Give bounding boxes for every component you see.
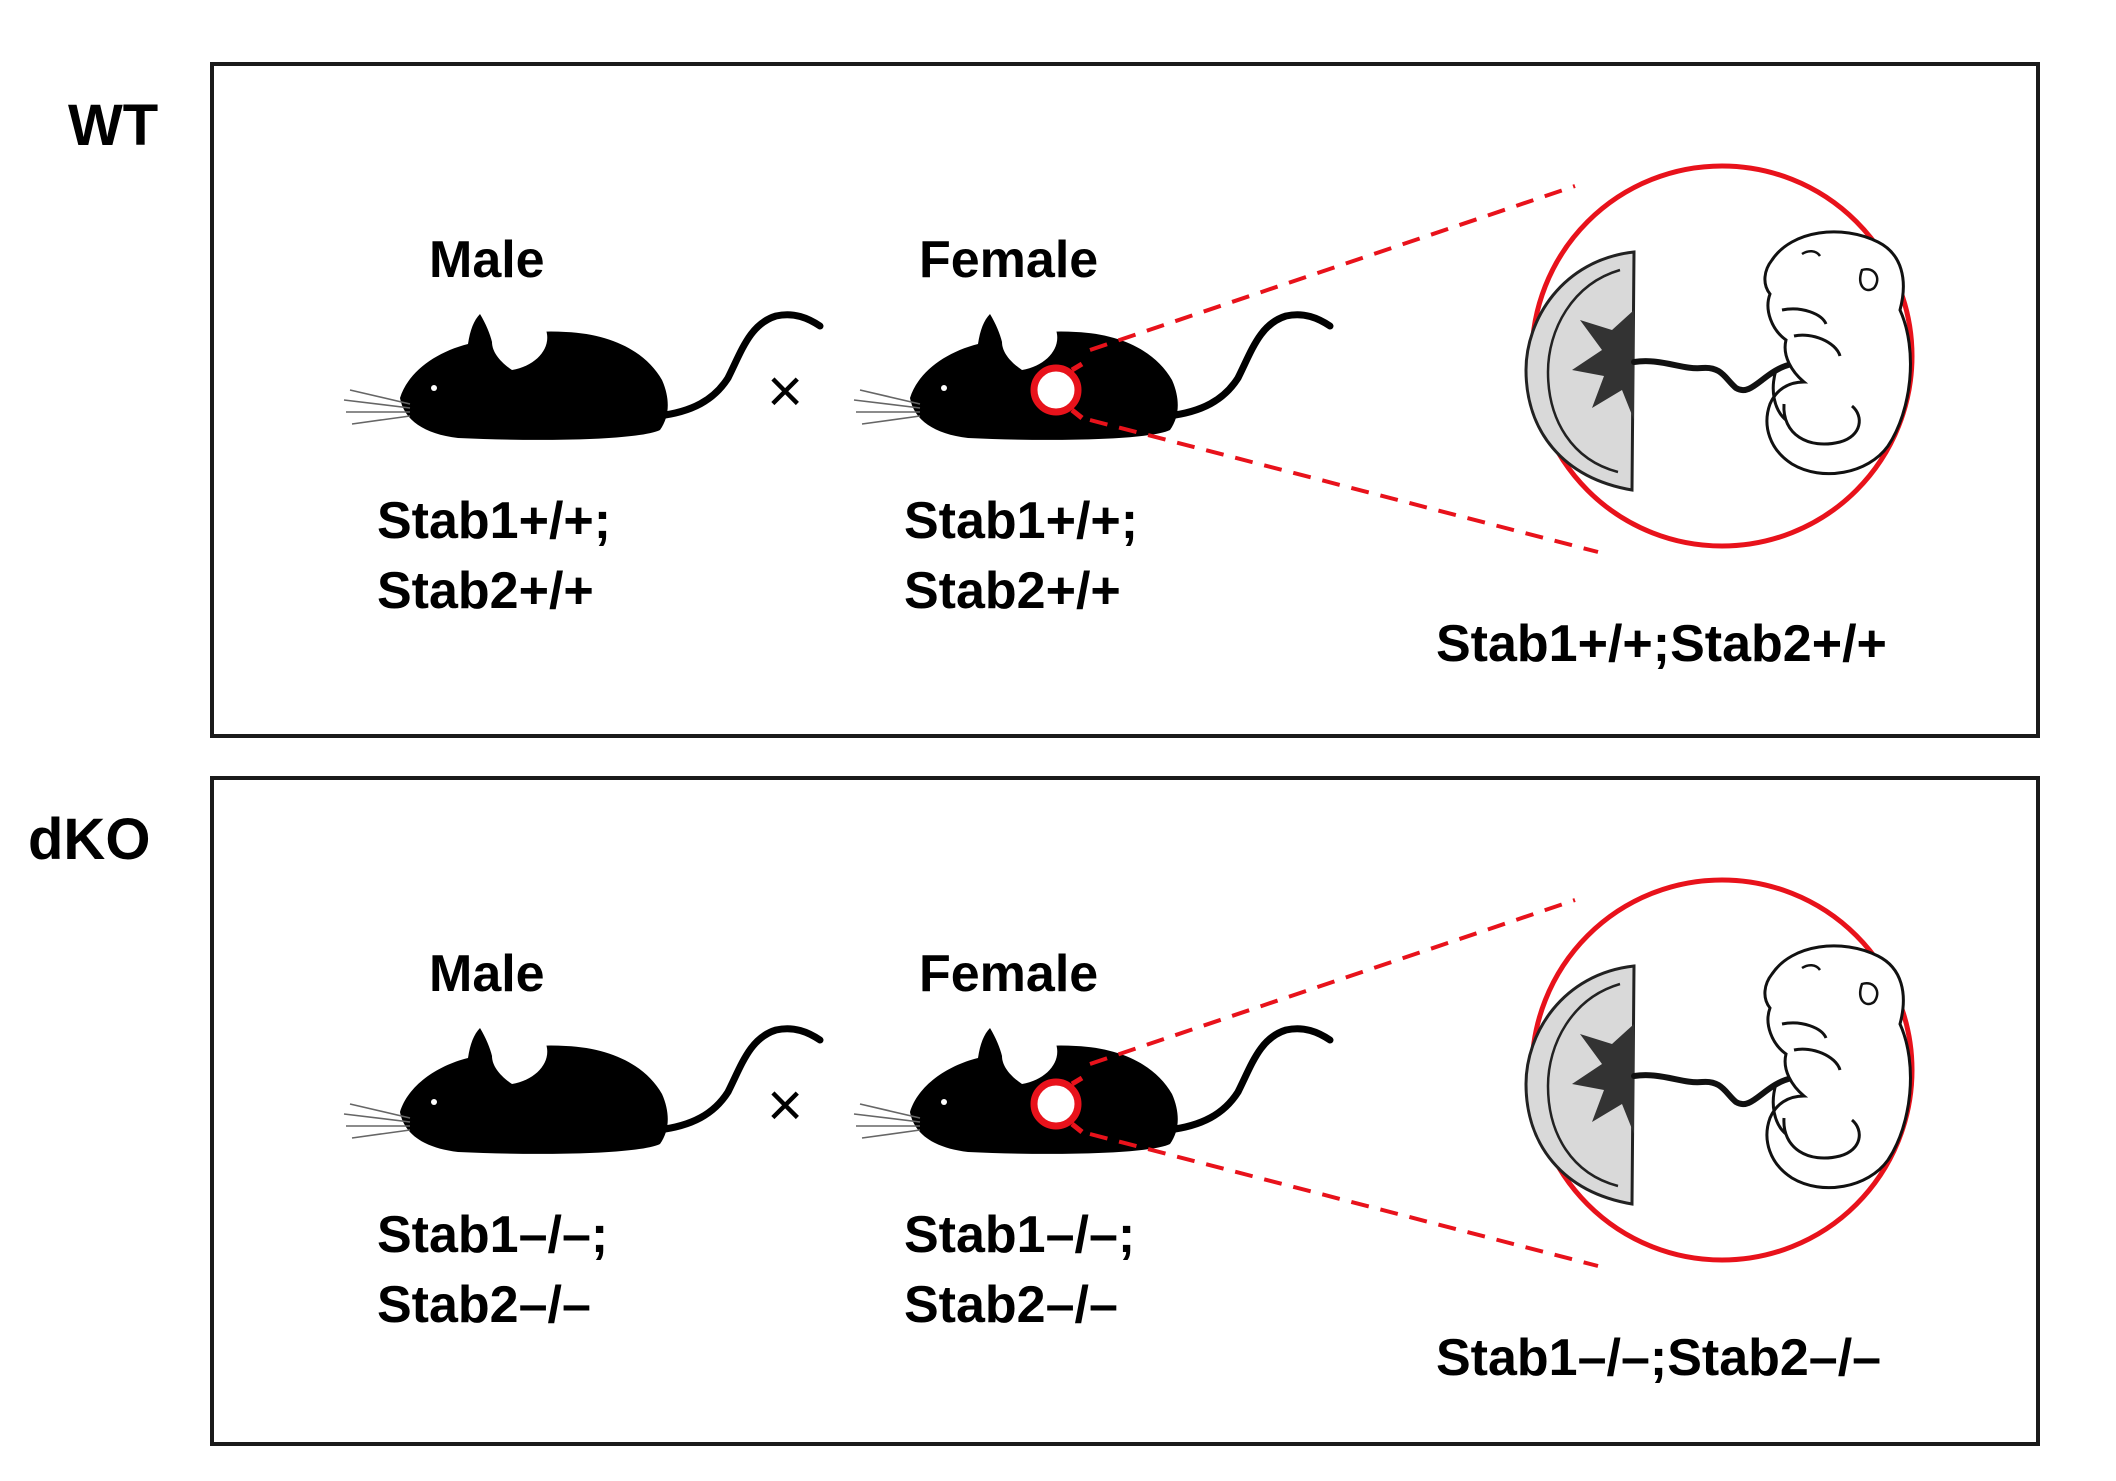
panel-label-wt: WT	[68, 93, 159, 158]
mouse-silhouette-icon	[344, 314, 820, 440]
embryo-placenta-icon	[1526, 877, 1915, 1263]
female-genotype-line1: Stab1–/–;	[904, 1206, 1136, 1264]
cross-symbol: ×	[767, 1071, 804, 1140]
uterus-marker-icon	[1030, 361, 1084, 420]
offspring-genotype: Stab1+/+;Stab2+/+	[1436, 615, 1887, 673]
uterus-marker-icon	[1030, 1075, 1084, 1134]
female-label: Female	[919, 945, 1099, 1003]
panel-label-dko: dKO	[28, 807, 151, 872]
female-genotype-line2: Stab2–/–	[904, 1276, 1118, 1334]
female-genotype-line1: Stab1+/+;	[904, 492, 1139, 550]
cross-symbol: ×	[767, 357, 804, 426]
embryo-placenta-icon	[1526, 163, 1915, 549]
male-label: Male	[429, 945, 545, 1003]
mouse-silhouette-icon	[344, 1028, 820, 1154]
male-label: Male	[429, 231, 545, 289]
offspring-genotype: Stab1–/–;Stab2–/–	[1436, 1329, 1882, 1387]
male-genotype-line2: Stab2–/–	[377, 1276, 591, 1334]
male-genotype-line1: Stab1–/–;	[377, 1206, 609, 1264]
zoom-lines	[1089, 184, 1599, 554]
zoom-lines	[1089, 898, 1599, 1268]
female-label: Female	[919, 231, 1099, 289]
male-genotype-line2: Stab2+/+	[377, 562, 594, 620]
male-genotype-line1: Stab1+/+;	[377, 492, 612, 550]
female-genotype-line2: Stab2+/+	[904, 562, 1121, 620]
